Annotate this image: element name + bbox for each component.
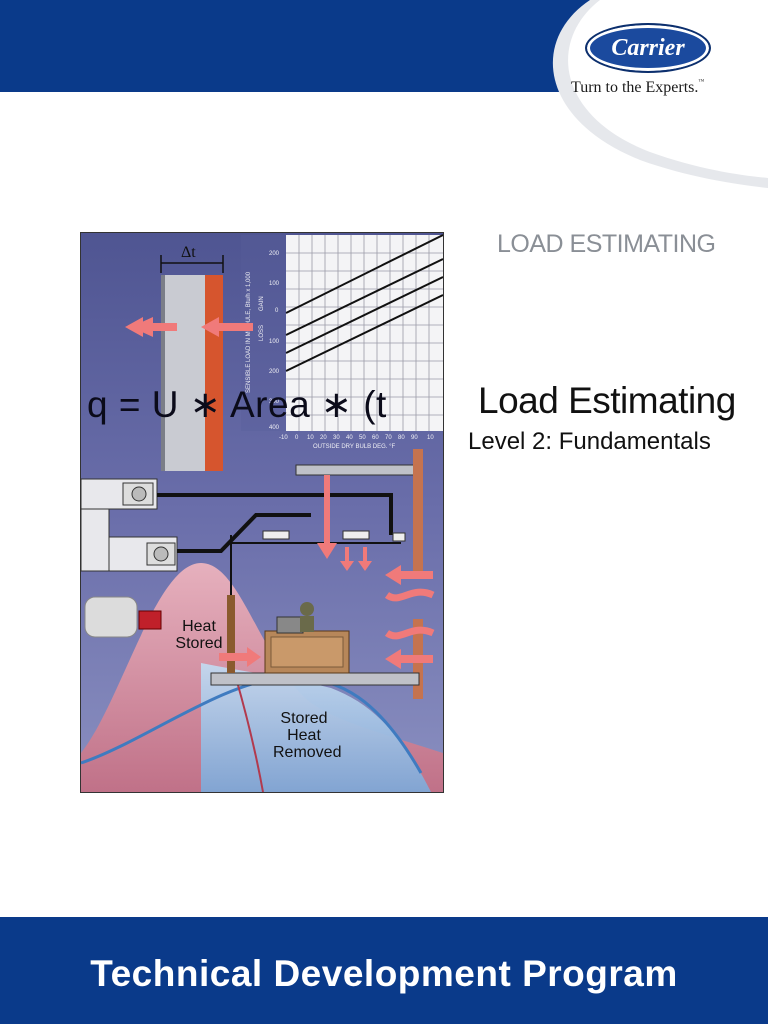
chart-xtick: 0: [295, 435, 299, 441]
heat-arrow: [213, 323, 253, 331]
floor-slab: [210, 672, 420, 686]
heat-equation: q = U ∗ Area ∗ (t: [87, 384, 387, 425]
roof-slab: [295, 464, 419, 476]
chart-xtick: -10: [279, 435, 288, 441]
document-subtitle: Level 2: Fundamentals: [468, 428, 711, 455]
heat-arrow: [143, 323, 177, 331]
chart-xlabel: OUTSIDE DRY BULB DEG. °F: [313, 444, 396, 450]
chart-xtick: 10: [427, 435, 434, 441]
trademark: ™: [698, 79, 705, 85]
chart-xtick: 60: [372, 435, 379, 441]
label-line: Stored: [280, 710, 328, 727]
chart-ytick: 200: [269, 369, 280, 375]
chart-xtick: 20: [320, 435, 327, 441]
chart-xtick: 90: [411, 435, 418, 441]
window-column: [413, 449, 423, 571]
gain-label: GAIN: [259, 296, 265, 311]
carrier-logo[interactable]: Carrier Turn to the Experts.™: [565, 20, 735, 110]
chart-ytick: 0: [275, 308, 279, 314]
label-line: Removed: [273, 744, 342, 761]
label-line: Stored: [175, 635, 223, 652]
chart-xtick: 40: [346, 435, 353, 441]
person: [300, 602, 314, 616]
logo-text: Carrier: [611, 34, 685, 61]
solar-arrow: [324, 475, 330, 545]
chart-ytick: 300: [269, 399, 280, 405]
chart-ytick: 200: [269, 251, 280, 257]
tagline: Turn to the Experts.™: [571, 79, 704, 97]
illustration-graphics: 200 100 0 100 200 300 400 SENSIBLE LOAD …: [81, 233, 443, 792]
heat-stored-label: Heat Stored: [173, 618, 225, 652]
document-title: Load Estimating: [478, 380, 736, 421]
footer-band: [0, 917, 768, 1024]
chart-ytick: 400: [269, 425, 280, 431]
chart-xtick: 80: [398, 435, 405, 441]
program-title: Technical Development Program: [90, 953, 678, 994]
infiltration-arrow: [399, 571, 433, 579]
wall-facade: [205, 275, 223, 471]
wall-section: [161, 275, 205, 471]
pump: [138, 610, 162, 630]
delta-t-label: Δt: [181, 244, 196, 261]
chart-ylabel: SENSIBLE LOAD IN MODULE, Btu/h x 1,000: [246, 271, 252, 393]
label-line: Heat: [287, 727, 321, 744]
cover-illustration: 200 100 0 100 200 300 400 SENSIBLE LOAD …: [80, 232, 444, 793]
section-label: LOAD ESTIMATING: [497, 230, 716, 258]
chart-xtick: 10: [307, 435, 314, 441]
chart-ytick: 100: [269, 281, 280, 287]
tagline-text: Turn to the Experts.: [571, 79, 699, 96]
chart-xtick: 70: [385, 435, 392, 441]
chart-xtick: 30: [333, 435, 340, 441]
chiller: [84, 596, 138, 638]
computer: [276, 616, 304, 634]
stored-heat-arrow: [219, 653, 249, 661]
heat-removed-curve: [201, 663, 431, 792]
stored-heat-removed-label: Stored Heat Removed: [273, 710, 342, 761]
label-line: Heat: [182, 618, 216, 635]
chart-xtick: 50: [359, 435, 366, 441]
loss-label: LOSS: [259, 325, 265, 341]
partition: [227, 595, 235, 673]
chart-ytick: 100: [269, 339, 280, 345]
logo-oval: Carrier: [585, 23, 711, 73]
